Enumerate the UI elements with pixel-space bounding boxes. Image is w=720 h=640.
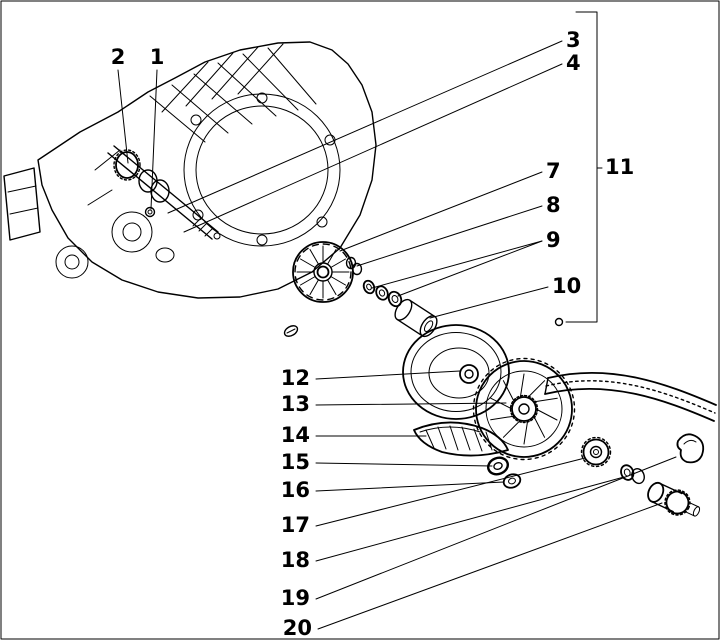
crankshaft-assembly [107, 145, 221, 240]
callout-18-label: 18 [281, 548, 310, 572]
callout-10-label: 10 [552, 274, 581, 298]
callout-13-label: 13 [281, 392, 310, 416]
spacer-sleeve [394, 298, 438, 338]
starter-gear [580, 436, 612, 468]
callout-19-label: 19 [281, 586, 310, 610]
seal-ring-inner [502, 473, 522, 489]
callout-20-label: 20 [283, 616, 312, 640]
reference-dot [554, 317, 564, 327]
callout-12-label: 12 [281, 366, 310, 390]
engine-case [3, 41, 377, 299]
callout-7-label: 7 [546, 159, 561, 183]
leader-lines [117, 40, 677, 630]
callout-17-label: 17 [281, 513, 310, 537]
roller-weight [345, 256, 363, 276]
bushing [620, 464, 645, 485]
callout-16-label: 16 [281, 478, 310, 502]
starter-pinion [647, 481, 701, 517]
seal-ring-outer [487, 456, 509, 476]
callout-4-label: 4 [566, 51, 581, 75]
clip [676, 433, 705, 464]
drive-belt [544, 371, 717, 422]
callout-1-label: 1 [150, 45, 165, 69]
callout-8-label: 8 [546, 193, 561, 217]
toothed-pulley-half [472, 357, 576, 461]
washer-set [362, 279, 403, 308]
callout-11-label: 11 [605, 155, 634, 179]
callout-15-label: 15 [281, 450, 310, 474]
callout-3-label: 3 [566, 28, 581, 52]
callout-labels: 2 1 3 4 7 8 9 10 11 12 13 14 15 16 17 18… [111, 28, 635, 640]
callout-2-label: 2 [111, 45, 126, 69]
fan-plate [283, 241, 354, 337]
group-bracket-11 [554, 11, 603, 327]
callout-14-label: 14 [281, 423, 310, 447]
ramp-plate [413, 421, 509, 457]
callout-9-label: 9 [546, 228, 561, 252]
